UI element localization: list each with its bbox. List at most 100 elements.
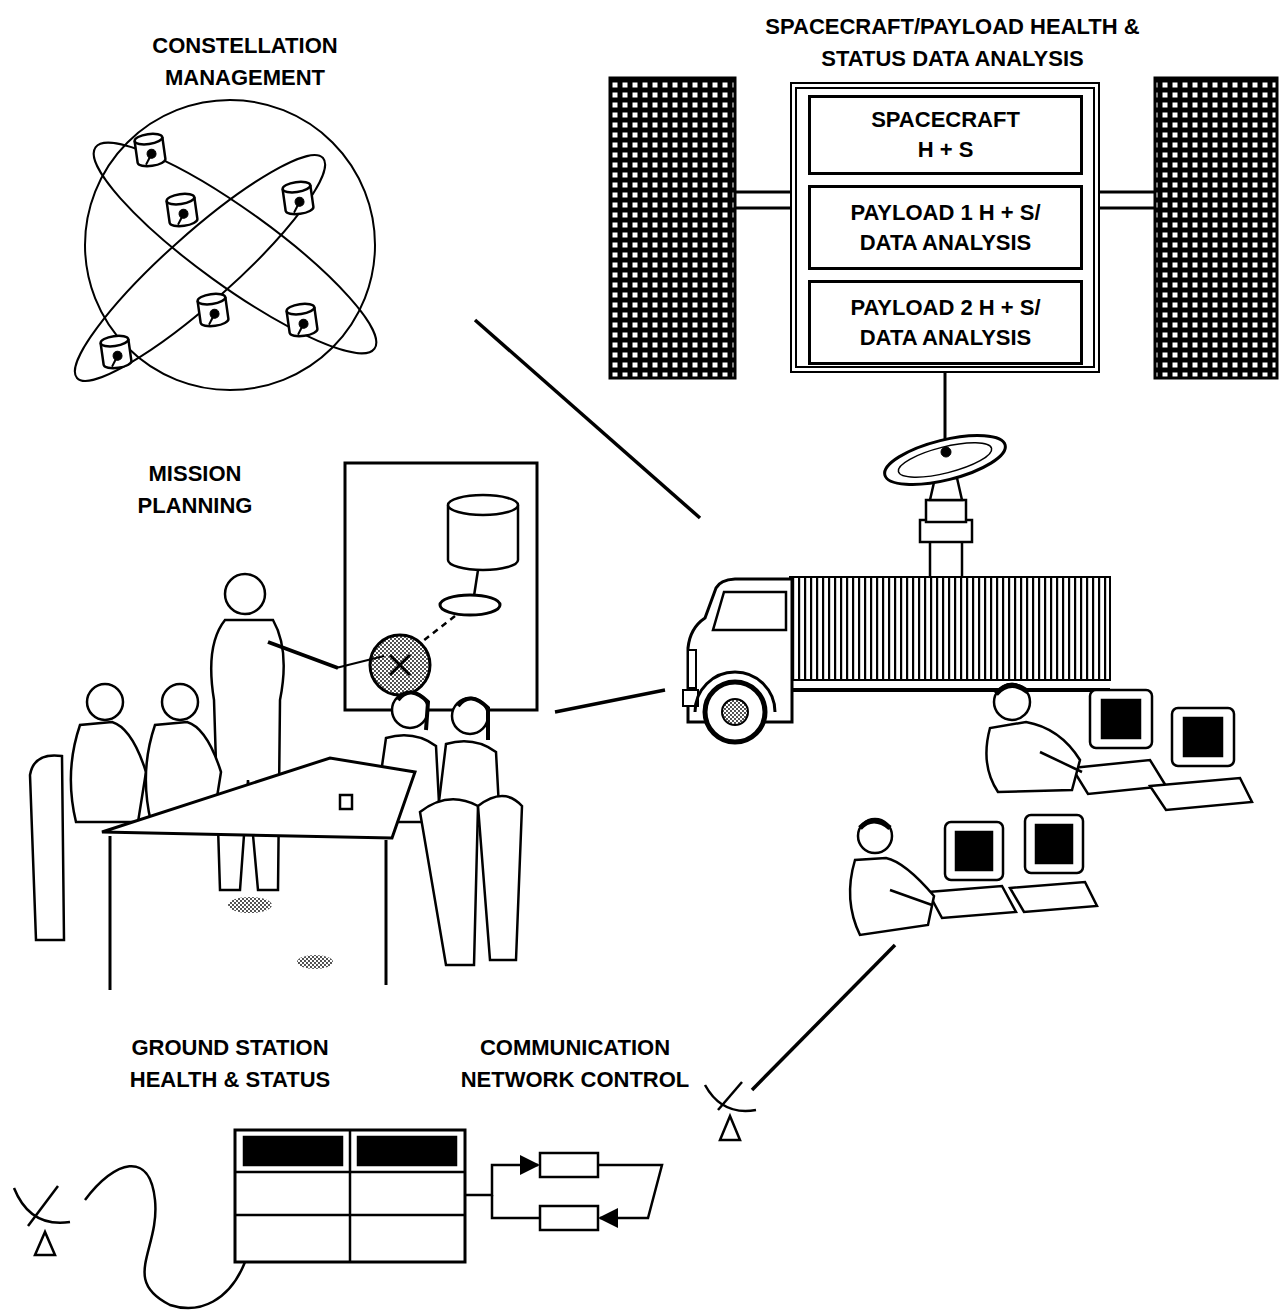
operators-figure <box>850 684 1252 935</box>
satellite-icon <box>286 302 318 338</box>
operator-body <box>986 722 1080 792</box>
monitor <box>1025 815 1083 873</box>
person-body <box>71 722 146 822</box>
hub <box>722 699 748 725</box>
operator-head <box>858 819 892 853</box>
satellite-icon <box>282 180 314 216</box>
link-line <box>752 945 895 1090</box>
operator-body <box>850 858 934 935</box>
chassis <box>792 688 1110 692</box>
panel-arm <box>1100 191 1155 194</box>
chair <box>478 796 522 960</box>
floor-shadow <box>297 955 333 969</box>
network-wire <box>492 1195 540 1218</box>
floor-shadow <box>228 897 272 913</box>
downlink-line <box>944 373 947 440</box>
antenna-feed <box>28 1186 58 1226</box>
person-head <box>87 684 123 720</box>
operator-arm <box>890 890 932 905</box>
subsystem-box: PAYLOAD 1 H + S/ DATA ANALYSIS <box>808 185 1083 270</box>
cup <box>340 795 352 809</box>
solar-panel <box>1155 78 1277 378</box>
antenna-base <box>720 1116 740 1140</box>
panel-arm <box>735 207 790 210</box>
screen-dish <box>440 595 500 615</box>
cab-window <box>713 592 786 630</box>
satellite-icon <box>197 292 229 328</box>
operator-arm <box>1040 752 1082 772</box>
wheel <box>705 682 765 742</box>
link-line <box>555 690 665 712</box>
spacecraft-bus: SPACECRAFT/PAYLOAD HEALTH & STATUS DATA … <box>790 82 1100 373</box>
monitor <box>1090 690 1152 748</box>
meeting-figure <box>30 463 537 990</box>
monitor <box>945 822 1003 880</box>
orbit <box>73 117 396 380</box>
spacecraft-figure <box>610 78 1277 440</box>
antenna-base <box>35 1232 55 1255</box>
subsystem-box: SPACECRAFT H + S <box>808 95 1083 175</box>
scene-heading: CONSTELLATION MANAGEMENT <box>135 30 355 94</box>
scene-heading: COMMUNICATION NETWORK CONTROL <box>445 1032 705 1096</box>
status-bar <box>244 1137 342 1165</box>
screen-satellite-top <box>448 495 518 515</box>
section-heading: SPACECRAFT/PAYLOAD HEALTH & STATUS DATA … <box>765 11 1140 75</box>
screen <box>1102 700 1140 738</box>
solar-panel <box>610 78 735 378</box>
box-text: SPACECRAFT H + S <box>866 105 1026 165</box>
target-cross <box>390 655 410 675</box>
chair <box>30 755 64 940</box>
keyboard <box>1150 778 1252 810</box>
screen <box>956 832 992 870</box>
operator-hair <box>996 685 1028 694</box>
status-bar <box>358 1137 456 1165</box>
panel-divider <box>235 1171 465 1174</box>
table-leg <box>385 840 388 985</box>
network-wire <box>598 1165 662 1218</box>
chair <box>420 799 478 965</box>
antenna-feed <box>718 1082 742 1110</box>
operator-head <box>994 684 1030 720</box>
target-cross <box>390 655 410 675</box>
antenna-dish <box>705 1085 756 1111</box>
screen-satellite-boom <box>474 570 478 596</box>
status-panel <box>235 1130 465 1262</box>
antenna-base <box>920 520 972 542</box>
person-hair <box>398 692 428 730</box>
box-text: PAYLOAD 1 H + S/ DATA ANALYSIS <box>826 198 1066 258</box>
orbit <box>54 133 345 404</box>
person-hair <box>458 698 488 740</box>
satellite-icon <box>134 132 166 168</box>
target-area <box>370 635 430 695</box>
scene-heading: GROUND STATION HEALTH & STATUS <box>110 1032 350 1096</box>
satellite-icon <box>166 192 198 228</box>
network-box <box>540 1206 598 1230</box>
antenna-neck <box>930 540 962 578</box>
subsystem-box: PAYLOAD 2 H + S/ DATA ANALYSIS <box>808 280 1083 365</box>
presenter-arm <box>268 642 338 668</box>
keyboard <box>1010 882 1097 912</box>
cable <box>85 1166 245 1308</box>
network-box <box>540 1153 598 1177</box>
dish-feed <box>941 447 951 457</box>
panel-divider <box>349 1130 352 1262</box>
scene-heading: MISSION PLANNING <box>125 458 265 522</box>
dish <box>880 426 1010 495</box>
grille <box>688 650 696 688</box>
projection-screen <box>345 463 537 710</box>
dish-antenna <box>880 426 1010 578</box>
keyboard <box>928 886 1016 918</box>
satellite-icon <box>100 334 132 370</box>
box-text: PAYLOAD 2 H + S/ DATA ANALYSIS <box>826 293 1066 353</box>
operator-hair <box>860 821 890 828</box>
panel-arm <box>735 191 790 194</box>
screen <box>1036 825 1072 863</box>
person-head <box>162 684 198 720</box>
antenna-mount <box>926 500 966 522</box>
table-top <box>102 758 415 838</box>
screen <box>1184 718 1222 756</box>
presenter-head <box>225 574 265 614</box>
monitor <box>1172 708 1234 766</box>
